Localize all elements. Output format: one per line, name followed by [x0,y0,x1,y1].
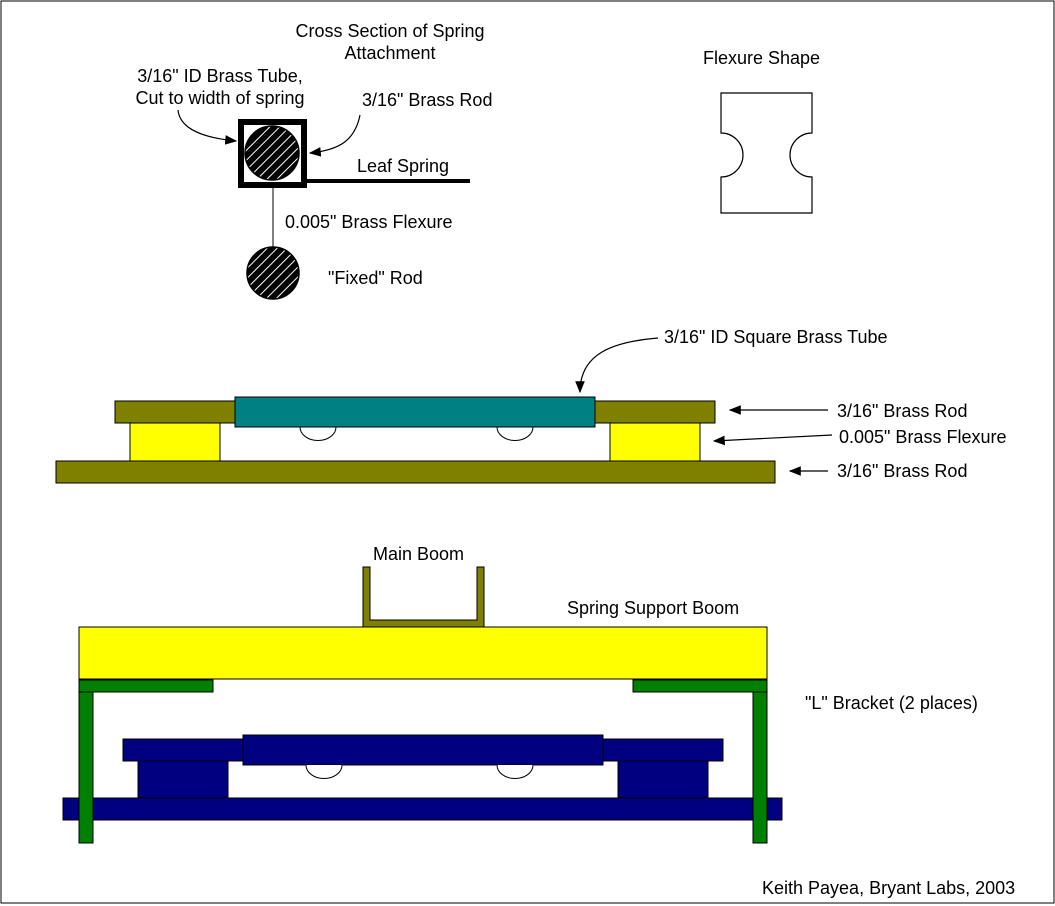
right-bracket-leg [752,691,768,844]
left-bracket-leg [78,691,94,844]
cross-section-title-line1: Cross Section of Spring [295,21,485,41]
flexure-shape-label: Flexure Shape [703,48,821,68]
brass-tube-label-line1: 3/16" ID Brass Tube, [137,66,303,86]
main-boom-label: Main Boom [373,544,465,564]
right-bump-lower [496,764,534,779]
left-flexure-block [129,422,221,462]
flexure-top-label: 0.005" Brass Flexure [285,212,453,232]
mid-flexure-label: 0.005" Brass Flexure [839,427,1007,447]
brass-tube-label: 3/16" ID Brass Tube, Cut to width of spr… [110,65,330,109]
brass-rod-section [244,125,300,181]
leaf-spring-label: Leaf Spring [357,156,450,176]
right-flexure-navy [617,759,709,799]
flexure-arrow [712,434,833,446]
square-tube-label: 3/16" ID Square Brass Tube [664,327,888,347]
spring-support-boom [78,626,768,680]
credit-label: Keith Payea, Bryant Labs, 2003 [762,878,1016,898]
left-bump-lower [305,764,343,779]
brass-rod-arrow [308,114,361,157]
cross-section-title-line2: Attachment [344,43,436,63]
mid-brass-rod-lower-label: 3/16" Brass Rod [837,461,968,481]
cross-section [177,109,470,300]
spring-support-boom-label: Spring Support Boom [567,598,740,618]
lower-rod-navy [62,797,783,821]
right-bump [496,426,534,441]
square-brass-tube [234,396,596,428]
flexure-shape-outline [720,92,813,214]
left-flexure-navy [137,759,229,799]
bottom-assembly [62,566,783,844]
mid-brass-rod-upper-label: 3/16" Brass Rod [837,401,968,421]
main-boom-channel [362,566,485,628]
left-bump [299,426,337,441]
right-flexure-block [609,422,701,462]
brass-rod-top-label: 3/16" Brass Rod [362,90,493,110]
cross-section-title: Cross Section of Spring Attachment [280,20,500,64]
brass-tube-arrow [177,109,238,145]
middle-assembly [55,337,833,484]
lower-brass-rod [55,460,776,484]
l-bracket-label: "L" Bracket (2 places) [805,693,978,713]
fixed-rod-label: "Fixed" Rod [328,268,423,288]
fixed-rod-section [246,246,300,300]
square-tube-arrow [575,337,659,394]
tube-navy [242,734,604,766]
brass-tube-label-line2: Cut to width of spring [135,88,305,108]
